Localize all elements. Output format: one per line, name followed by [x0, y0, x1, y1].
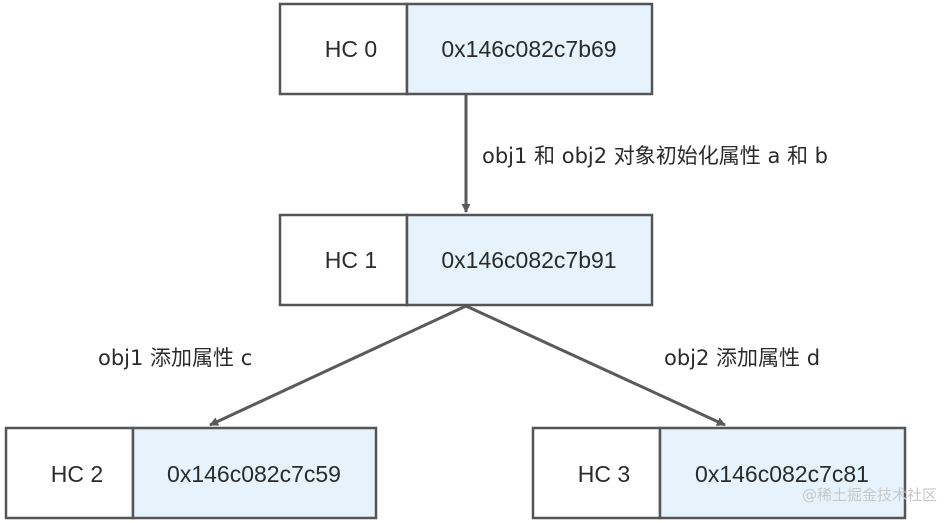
hc3-address-cell	[658, 426, 907, 520]
hc2-address-cell	[131, 426, 378, 520]
watermark: @稀土掘金技术社区	[802, 486, 937, 504]
edge-label-hc1-hc3: obj2 添加属性 d	[664, 346, 820, 370]
hidden-class-node-0: HC 0 0x146c082c7b69	[278, 2, 654, 96]
hc2-name: HC 2	[51, 461, 103, 487]
hc2-address: 0x146c082c7c59	[167, 461, 341, 487]
hc3-address: 0x146c082c7c81	[695, 461, 869, 487]
hc3-name: HC 3	[578, 461, 630, 487]
hidden-class-node-2: HC 2 0x146c082c7c59	[4, 426, 378, 520]
hc0-address: 0x146c082c7b69	[441, 36, 616, 62]
hc0-address-cell	[405, 2, 654, 96]
hc2-name-cell	[4, 426, 135, 520]
edge-label-hc1-hc2: obj1 添加属性 c	[98, 346, 252, 370]
edge-label-hc0-hc1: obj1 和 obj2 对象初始化属性 a 和 b	[482, 144, 828, 168]
hc1-address: 0x146c082c7b91	[441, 247, 616, 273]
hc0-name: HC 0	[325, 36, 377, 62]
hc1-name-cell	[278, 213, 409, 307]
edge-hc1-to-hc2	[209, 304, 467, 427]
hidden-class-node-3: HC 3 0x146c082c7c81	[531, 426, 907, 520]
edge-hc1-to-hc3	[465, 304, 726, 427]
hc1-name: HC 1	[325, 247, 377, 273]
hc0-name-cell	[278, 2, 409, 96]
hc1-address-cell	[405, 213, 654, 307]
hidden-class-node-1: HC 1 0x146c082c7b91	[278, 213, 654, 307]
